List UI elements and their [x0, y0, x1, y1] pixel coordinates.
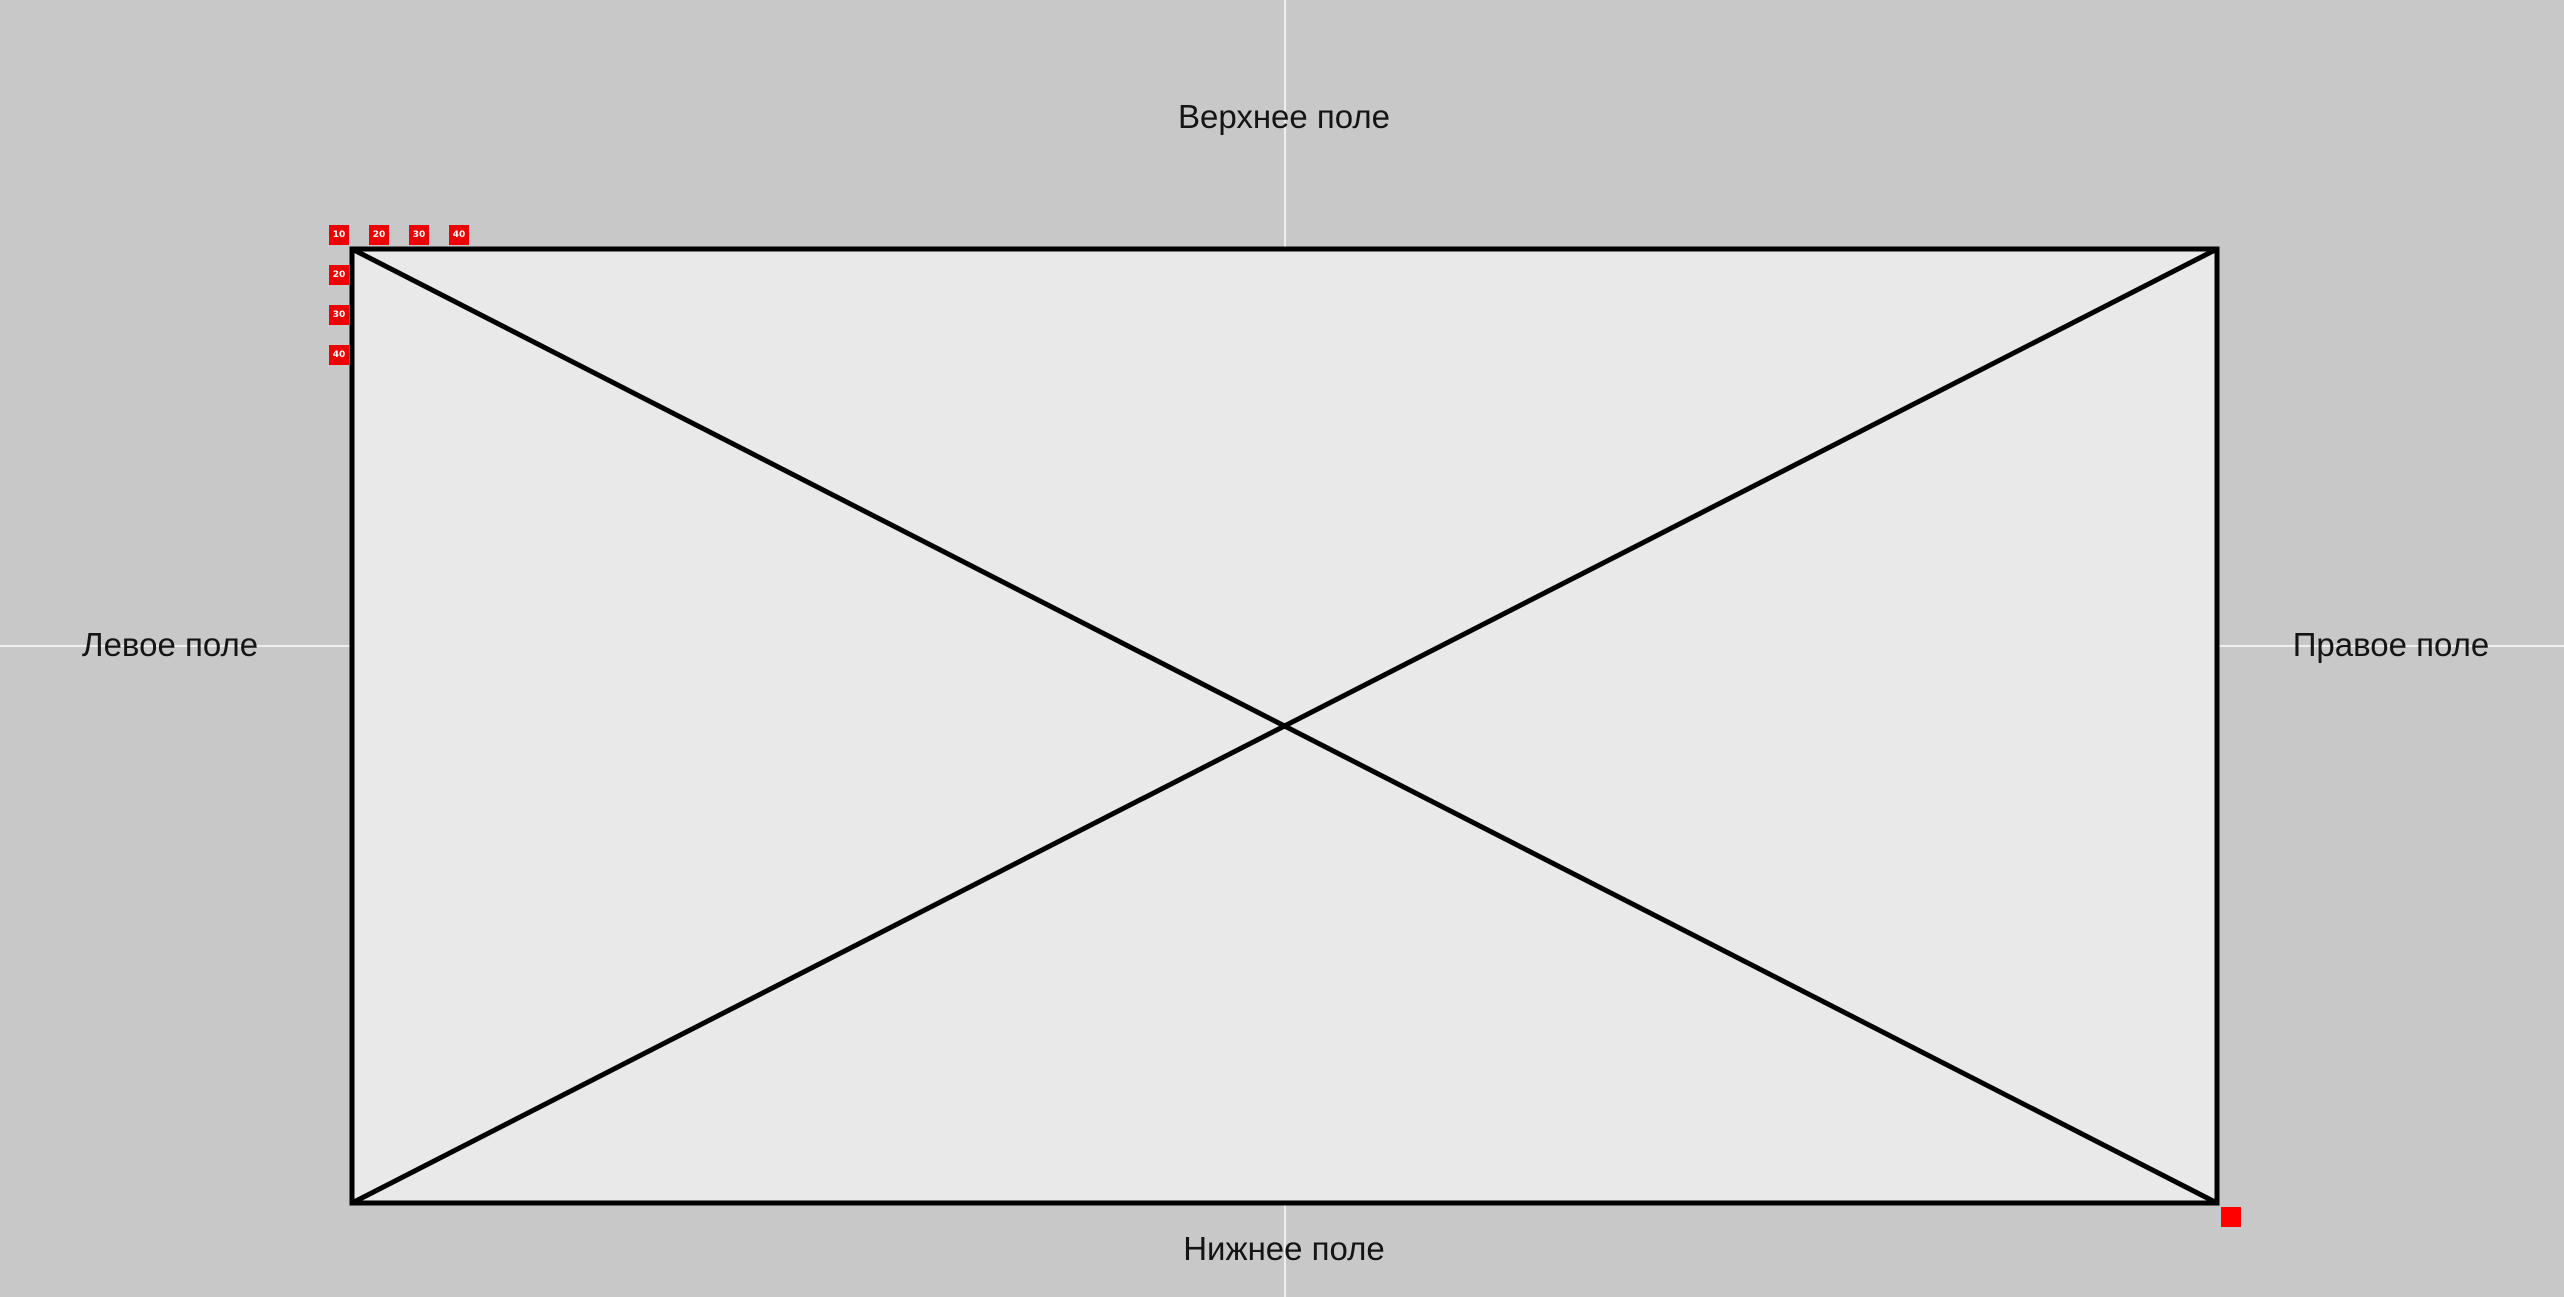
right-margin-label: Правое поле — [2292, 626, 2490, 663]
ruler-marker-h-20: 20 — [369, 225, 389, 245]
ruler-marker-h-10: 10 — [329, 225, 349, 245]
ruler-marker-v-30: 30 — [329, 305, 349, 325]
bottom-margin-label: Нижнее поле — [1183, 1230, 1385, 1267]
ruler-marker-h-40: 40 — [449, 225, 469, 245]
corner-resize-handle[interactable] — [2221, 1207, 2241, 1227]
ruler-marker-v-40: 40 — [329, 345, 349, 365]
diagonal-bottom-left-to-top-right — [350, 246, 2219, 1206]
left-margin-label: Левое поле — [81, 626, 259, 663]
ruler-marker-h-30: 30 — [409, 225, 429, 245]
ruler-marker-v-20: 20 — [329, 265, 349, 285]
top-margin-label: Верхнее поле — [1177, 98, 1391, 135]
